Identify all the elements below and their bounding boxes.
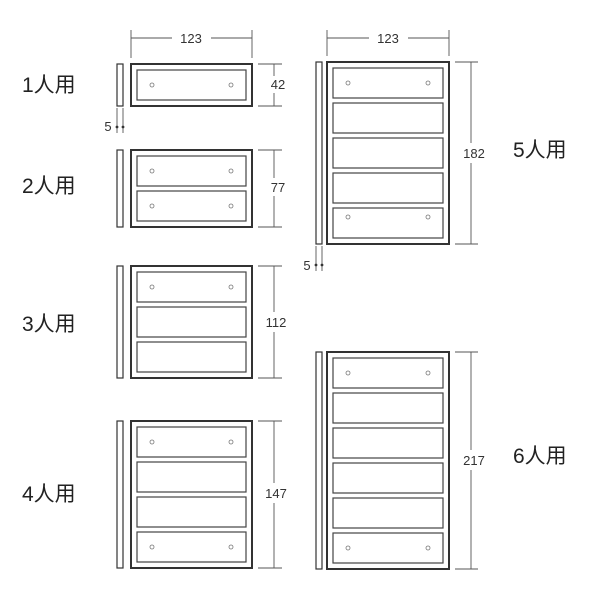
screw-icon [425,80,431,86]
screw-icon [228,82,234,88]
unit-label: 6人用 [513,445,567,468]
unit-3-person: 3人用 112 [22,265,287,379]
unit-5-person: 5人用 123 182 5 [303,30,567,273]
width-value: 123 [180,31,202,46]
side-profile [116,63,124,107]
name-plate-slot [332,532,444,564]
screw-icon [425,545,431,551]
unit-2-person: 2人用 77 [22,149,285,228]
name-plate-slot [136,341,247,373]
unit-label: 2人用 [22,175,76,198]
depth-dimension: 5 [104,108,125,134]
name-plate-slot [136,531,247,563]
screw-icon [345,80,351,86]
height-value: 77 [271,180,285,195]
name-plate-slot [136,496,247,528]
height-value: 182 [463,146,485,161]
height-dimension: 42 [258,63,285,107]
name-plate-slot [332,102,444,134]
name-plate-slot [332,137,444,169]
screw-icon [228,544,234,550]
height-value: 217 [463,453,485,468]
name-plate-slot [332,427,444,459]
name-plate-slot [332,357,444,389]
name-plate-slot [136,155,247,187]
screw-icon [425,214,431,220]
screw-icon [345,545,351,551]
side-profile [116,149,124,228]
screw-icon [345,214,351,220]
height-dimension: 77 [258,149,285,228]
name-plate-slot [332,172,444,204]
screw-icon [345,370,351,376]
name-plate-slot [136,271,247,303]
unit-label: 4人用 [22,483,76,506]
unit-label: 3人用 [22,313,76,336]
name-plate-slot [332,392,444,424]
side-profile [315,61,323,245]
screw-icon [149,82,155,88]
name-plate-slot [136,69,247,101]
height-dimension: 182 [455,61,485,245]
unit-label: 1人用 [22,74,76,97]
height-value: 112 [266,315,287,330]
name-plate-slot [332,497,444,529]
unit-6-person: 6人用 217 [315,351,567,570]
width-value: 123 [377,31,399,46]
depth-value: 5 [104,119,111,134]
unit-4-person: 4人用 147 [22,420,287,569]
unit-label: 5人用 [513,139,567,162]
name-plate-slot [332,67,444,99]
screw-icon [149,439,155,445]
screw-icon [149,284,155,290]
height-value: 147 [265,486,287,501]
width-dimension: 123 [326,30,450,56]
unit-1-person: 1人用 123 42 5 [22,30,285,134]
name-plate-slot [136,461,247,493]
screw-icon [228,203,234,209]
name-plate-slot [136,190,247,222]
name-plate-slot [136,426,247,458]
screw-icon [149,168,155,174]
height-value: 42 [271,77,285,92]
depth-dimension: 5 [303,246,324,273]
screw-icon [228,439,234,445]
name-plate-slot [332,462,444,494]
screw-icon [149,544,155,550]
height-dimension: 112 [258,265,287,379]
side-profile [315,351,323,570]
screw-icon [425,370,431,376]
name-plate-slot [332,207,444,239]
height-dimension: 147 [258,420,287,569]
name-plate-slot [136,306,247,338]
side-profile [116,265,124,379]
depth-value: 5 [303,258,310,273]
width-dimension: 123 [130,30,253,58]
height-dimension: 217 [455,351,485,570]
side-profile [116,420,124,569]
screw-icon [149,203,155,209]
screw-icon [228,168,234,174]
screw-icon [228,284,234,290]
